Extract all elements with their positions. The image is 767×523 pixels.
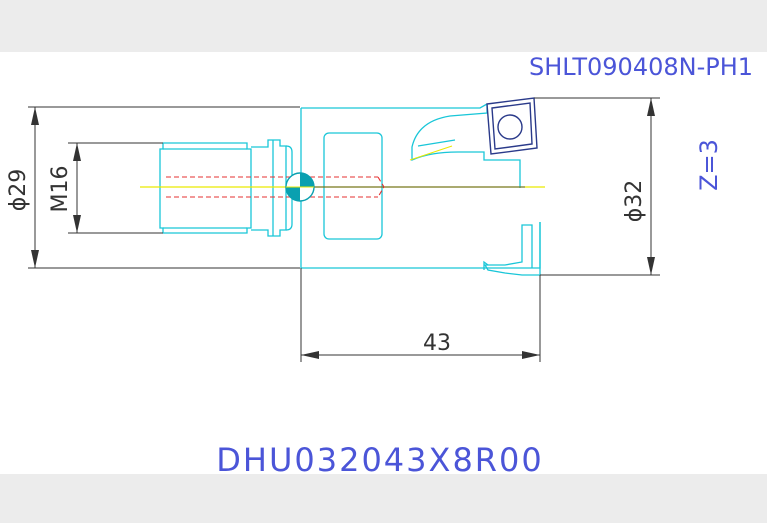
- cutting-insert: [486, 97, 538, 155]
- teeth-count-label: Z=3: [695, 139, 723, 191]
- part-number-label: DHU032043X8R00: [216, 441, 544, 479]
- insert-outline: [486, 97, 538, 155]
- chip-flute: [411, 104, 521, 188]
- cutting-diameter-label: ϕ32: [622, 180, 647, 223]
- shank-diameter-label: ϕ29: [6, 169, 31, 212]
- drawing-sheet: [0, 52, 767, 474]
- threaded-shank-outline: [159, 142, 252, 234]
- bottom-margin-band: [0, 474, 767, 523]
- tool-body: [159, 103, 541, 276]
- centerlines: [140, 145, 545, 198]
- dimension-arrows: [31, 98, 655, 359]
- top-margin-band: [0, 0, 767, 52]
- cutter-body-outline: [300, 103, 541, 269]
- dimension-lines: [28, 97, 660, 362]
- length-label: 43: [423, 331, 451, 356]
- coolant-bore: [166, 176, 385, 198]
- thread-relief: [251, 139, 287, 237]
- insert-code-label: SHLT090408N-PH1: [529, 53, 753, 81]
- lower-flute: [483, 222, 541, 276]
- body-window: [323, 132, 383, 240]
- insert-screw: [497, 114, 523, 140]
- thread-size-label: M16: [48, 166, 73, 213]
- center-mark: [285, 172, 315, 202]
